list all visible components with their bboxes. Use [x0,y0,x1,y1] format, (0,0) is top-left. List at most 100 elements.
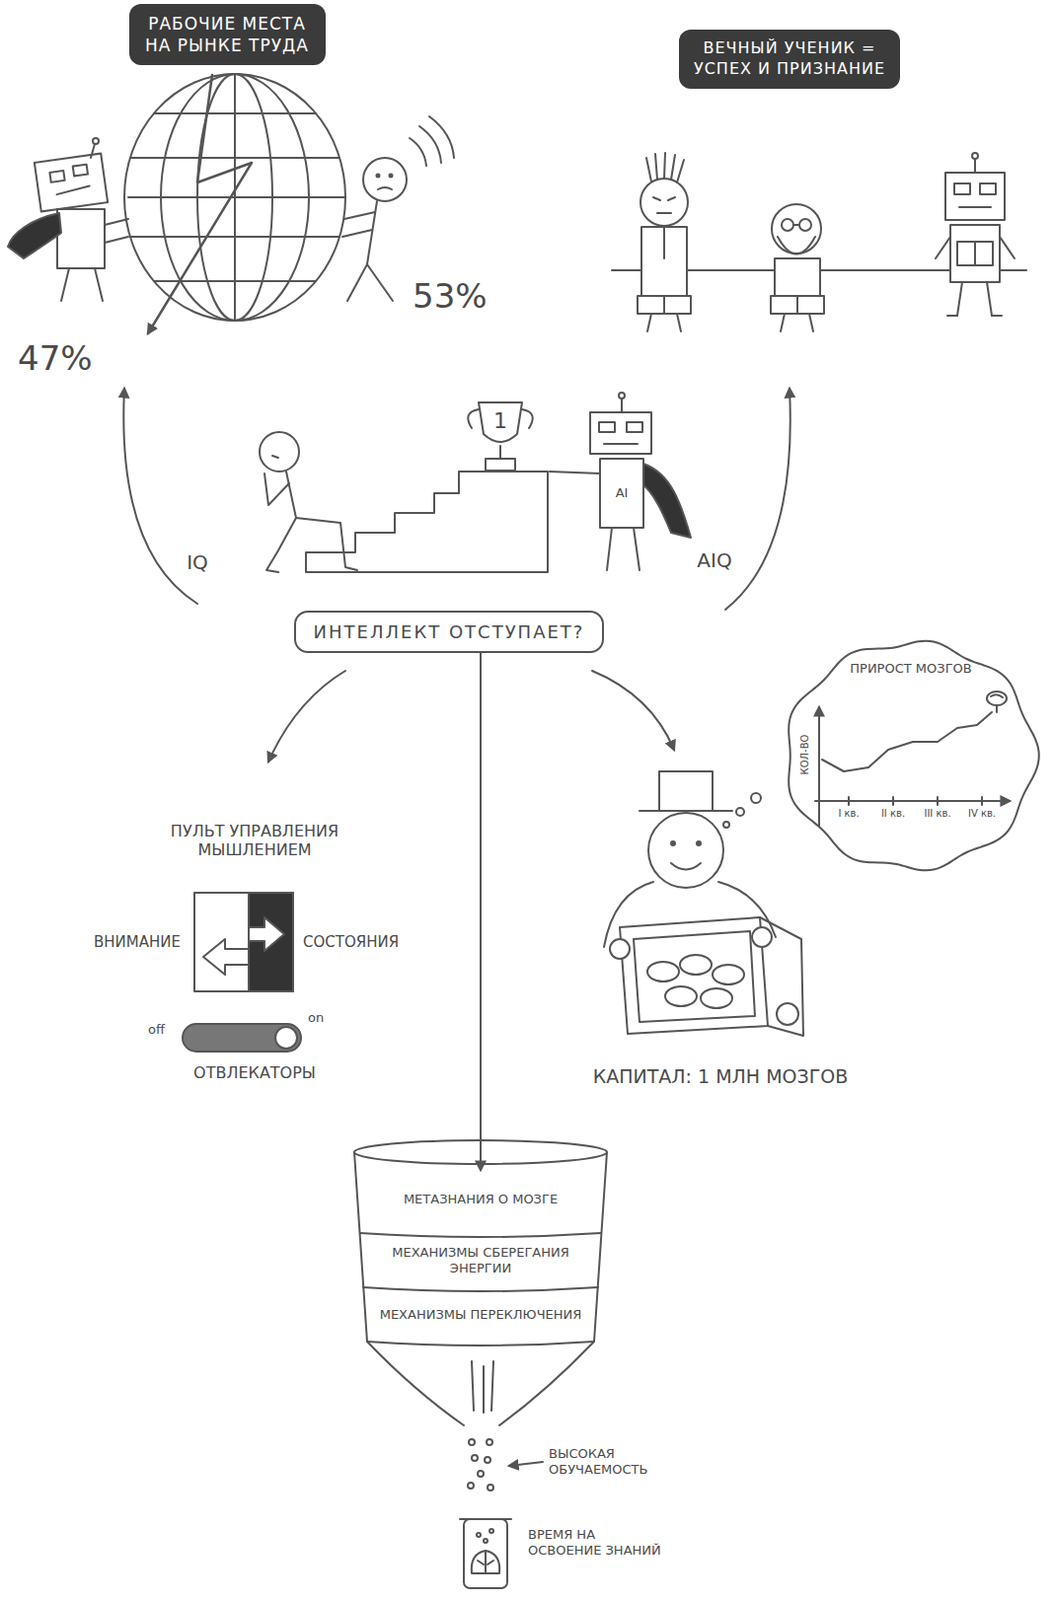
old-man-figure [781,219,794,231]
node-text: РАБОЧИЕ МЕСТА НА РЫНКЕ ТРУДА [141,12,314,57]
robot-figure [974,241,977,266]
robot-figure [92,138,99,145]
thinker-figure [259,432,358,573]
funnel [360,1233,602,1238]
old-man-figure [799,219,812,231]
robot-figure [643,463,691,538]
funnel-band: МЕХАНИЗМЫ ПЕРЕКЛЮЧЕНИЯ [376,1289,585,1342]
node-text: ПРИРОСТ МОЗГОВ [776,661,1046,677]
globe [124,74,346,321]
toggle-switch [182,1024,301,1053]
globe [124,74,346,321]
trophy [485,458,516,471]
funnel [367,1342,595,1347]
old-man-figure [777,236,816,255]
funnel [363,1287,599,1292]
heading-banner: ВЕЧНЫЙ УЧЕНИК = УСПЕХ И ПРИЗНАНИЕ [678,29,901,89]
capitalist-figure [633,931,755,1023]
robot-figure [945,172,1005,221]
capitalist-figure [639,810,733,813]
robot-figure [61,268,103,301]
capitalist-figure [665,986,697,1007]
capitalist-figure [679,955,712,976]
robot-figure [979,183,996,195]
capitalist-figure [712,965,745,985]
axis-label: I кв. [837,808,859,821]
capitalist-figure [700,988,733,1009]
capitalist-figure [648,813,724,889]
trophy [467,402,532,471]
person-figure [363,157,407,202]
capital-label: КАПИТАЛ: 1 МЛН МОЗГОВ [593,1065,849,1089]
trophy-number: 1 [493,408,508,435]
iq-label: AIQ [696,548,732,573]
robot-figure [600,458,644,528]
robot-figure [935,236,1015,259]
brain-jar [459,1518,512,1521]
podium [305,471,548,573]
capitalist-figure [671,841,676,846]
brain-jar [471,1551,500,1575]
robot-figure [618,392,625,399]
funnel [354,1140,607,1427]
thought-cloud: ПРИРОСТ МОЗГОВ [776,633,1046,879]
robot-figure [954,183,971,195]
leader-arrow [509,1462,543,1467]
robot-figure [603,443,638,446]
person-figure [409,116,454,166]
switch-caption: ОТВЛЕКАТОРЫ [193,1063,316,1083]
robot-figure [626,422,643,433]
robot-figure [606,527,640,571]
thinker-figure [264,473,290,506]
old-man-figure [780,313,814,332]
robot-figure [104,219,129,243]
robot-figure [950,225,1000,283]
student-figure [646,152,684,183]
trophy [478,402,523,443]
control-panel [194,893,294,992]
note-label: ВРЕМЯ НА ОСВОЕНИЕ ЗНАНИЙ [527,1527,667,1559]
globe [153,112,316,115]
flow-arrow [592,671,675,751]
note-label: ВЫСОКАЯ ОБУЧАЕМОСТЬ [548,1446,687,1478]
toggle-switch [275,1027,298,1050]
person-figure [342,212,376,237]
student-figure [640,178,688,226]
student-figure [637,296,691,314]
growth-chart [986,691,1007,706]
iq-label: IQ [186,550,209,575]
flow-arrow [123,388,791,762]
panel-label: ВНИМАНИЕ [93,933,181,952]
robot-figure [34,153,108,213]
student-figure [647,313,681,332]
podium [305,471,548,573]
person-figure [347,264,393,301]
thought-bubbles [723,822,730,828]
leader-arrow [509,1462,543,1467]
robot-figure [972,152,978,159]
globe [130,235,340,238]
thought-bubbles [751,793,761,804]
robot-figure [590,412,652,454]
flow-arrow [123,388,198,604]
knowledge-drops [468,1439,475,1446]
knowledge-drops [477,1471,484,1478]
person-figure [389,174,393,178]
robot-figure [90,144,95,158]
robot-figure [957,241,993,266]
switch-label: off [148,1022,165,1039]
robot-figure [56,185,90,195]
robot-figure [620,398,623,413]
control-panel [203,939,249,976]
axis-label: II кв. [881,808,905,821]
axis-label: IV кв. [968,808,996,821]
robot-figure [974,158,977,173]
lightning-arrow [148,75,252,334]
funnel [471,1361,494,1414]
growth-chart [848,797,982,806]
capitalist-figure [659,771,713,812]
capitalist-figure [603,771,804,1037]
capitalist-figure [609,939,630,960]
axis-label: III кв. [923,808,951,821]
robot-figure [959,206,991,209]
